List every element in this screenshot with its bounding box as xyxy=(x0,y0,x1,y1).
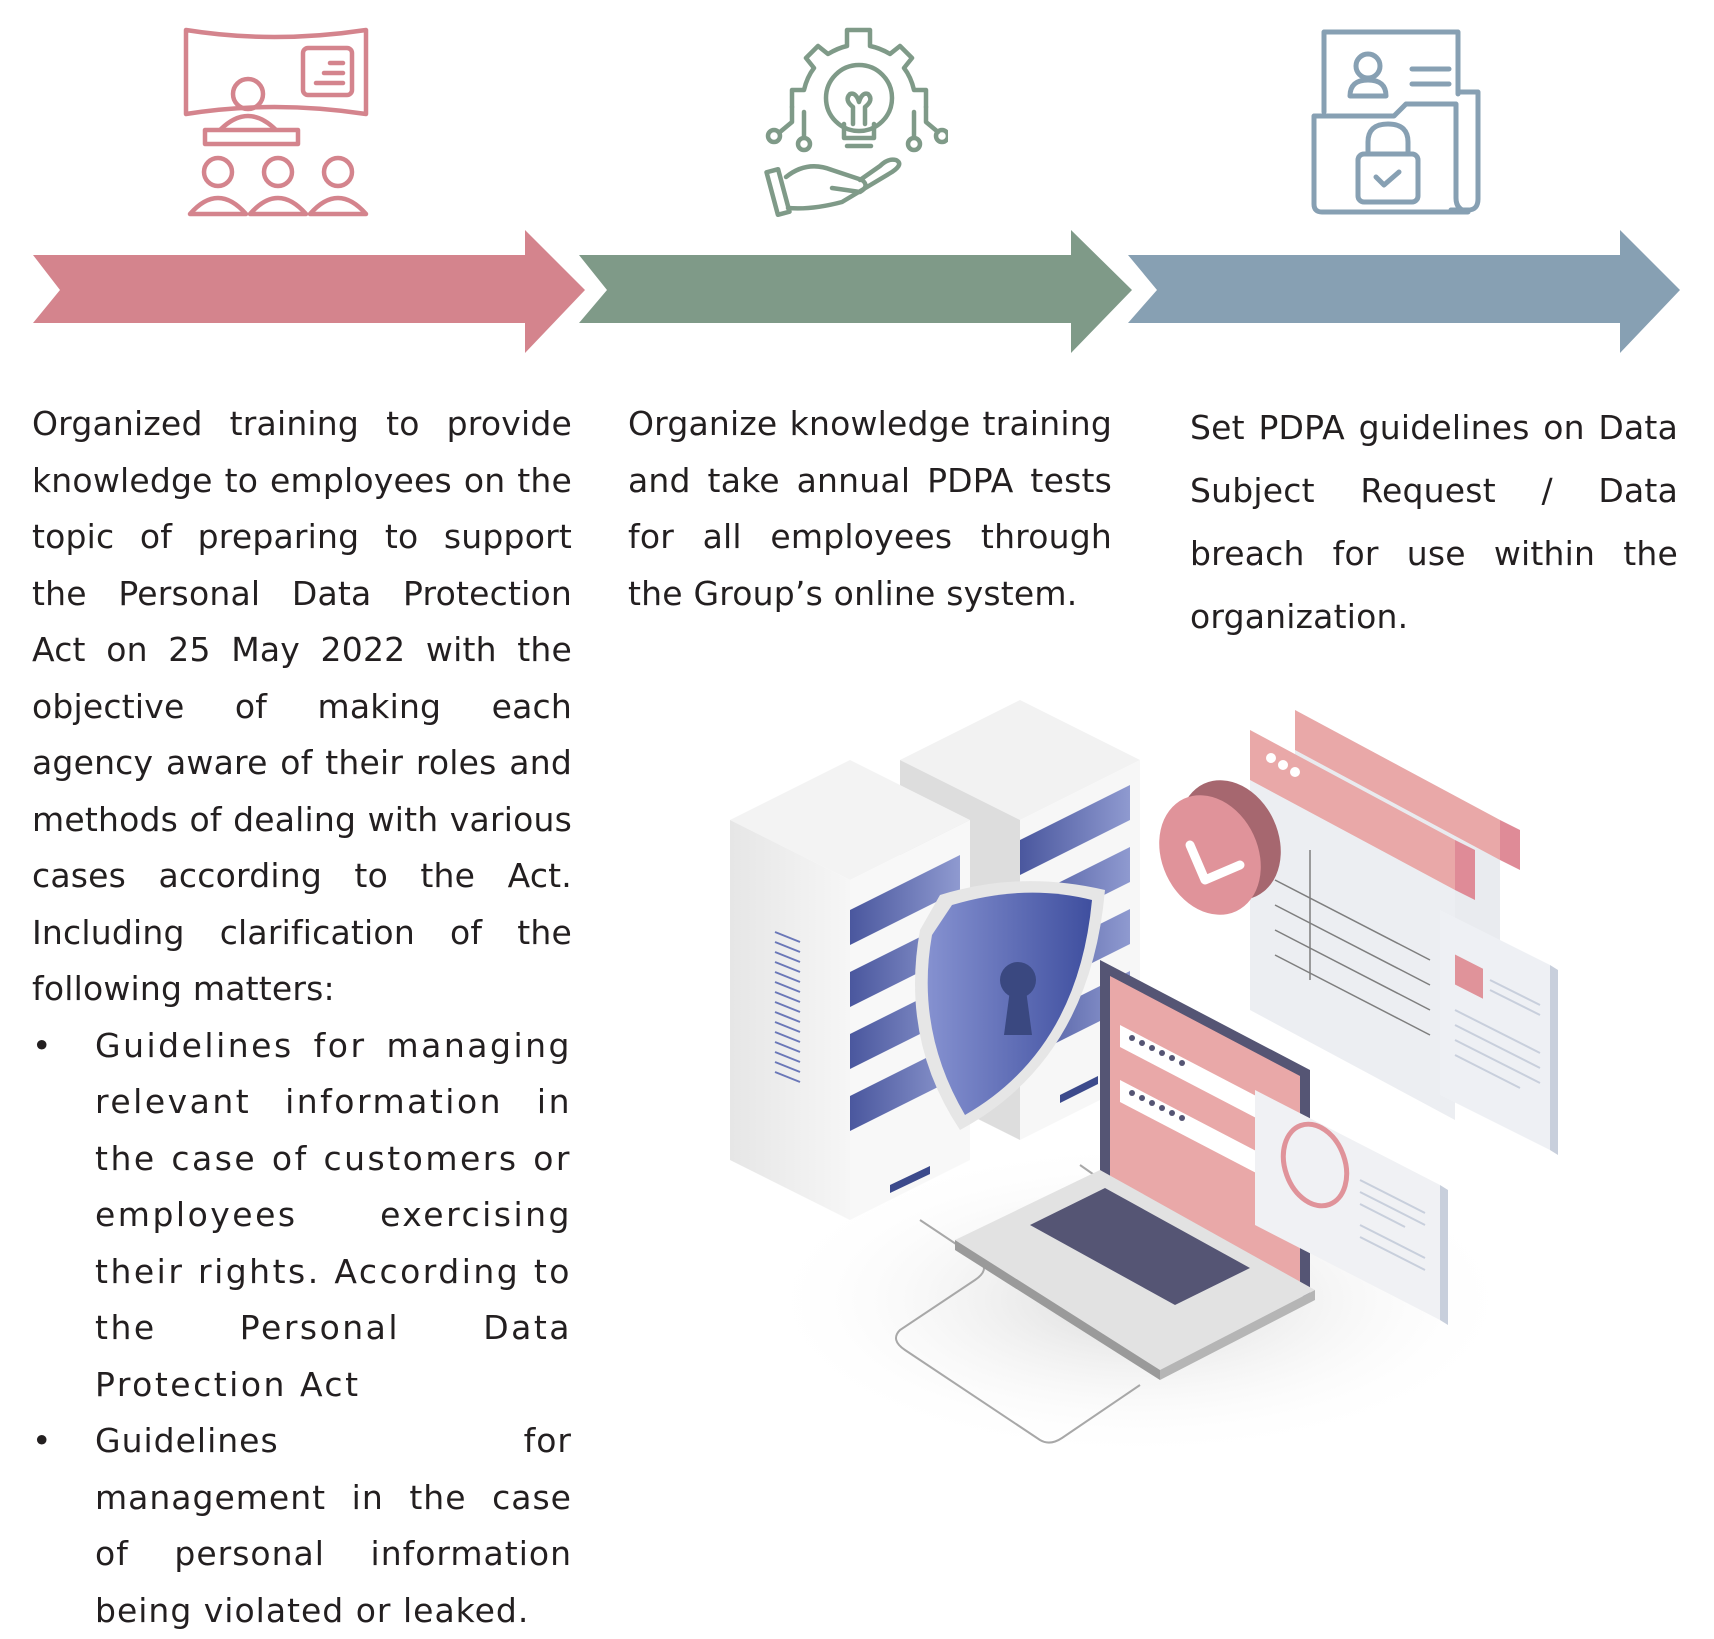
bullet-icon: • xyxy=(32,1413,51,1470)
step-3-arrow xyxy=(1128,230,1680,353)
bullet-icon: • xyxy=(32,1018,51,1075)
profile-card xyxy=(1440,910,1558,1155)
list-item: • Guidelines for management in the case o… xyxy=(32,1413,572,1639)
step-3-description: Set PDPA guidelines on Data Subject Requ… xyxy=(1190,396,1678,648)
step-2-arrow xyxy=(579,230,1132,353)
step-1-arrow xyxy=(33,230,585,353)
process-arrows xyxy=(0,225,1714,360)
lightbulb-gear-hand-icon xyxy=(752,12,948,217)
step-1-bullet-list: • Guidelines for managing relevant inform… xyxy=(32,1018,572,1639)
bullet-text: Guidelines for managing relevant informa… xyxy=(95,1026,572,1404)
step-2-text: Organize knowledge training and take ann… xyxy=(628,396,1112,622)
step-2-description: Organize knowledge training and take ann… xyxy=(628,396,1112,622)
secure-folder-icon xyxy=(1306,24,1501,219)
step-1-description: Organized training to provide knowledge … xyxy=(32,396,572,1639)
step-3-text: Set PDPA guidelines on Data Subject Requ… xyxy=(1190,396,1678,648)
step-1-intro: Organized training to provide knowledge … xyxy=(32,396,572,1018)
data-security-isometric-illustration xyxy=(720,680,1600,1480)
list-item: • Guidelines for managing relevant inform… xyxy=(32,1018,572,1414)
training-presentation-icon xyxy=(178,22,378,222)
bullet-text: Guidelines for management in the case of… xyxy=(95,1421,572,1630)
